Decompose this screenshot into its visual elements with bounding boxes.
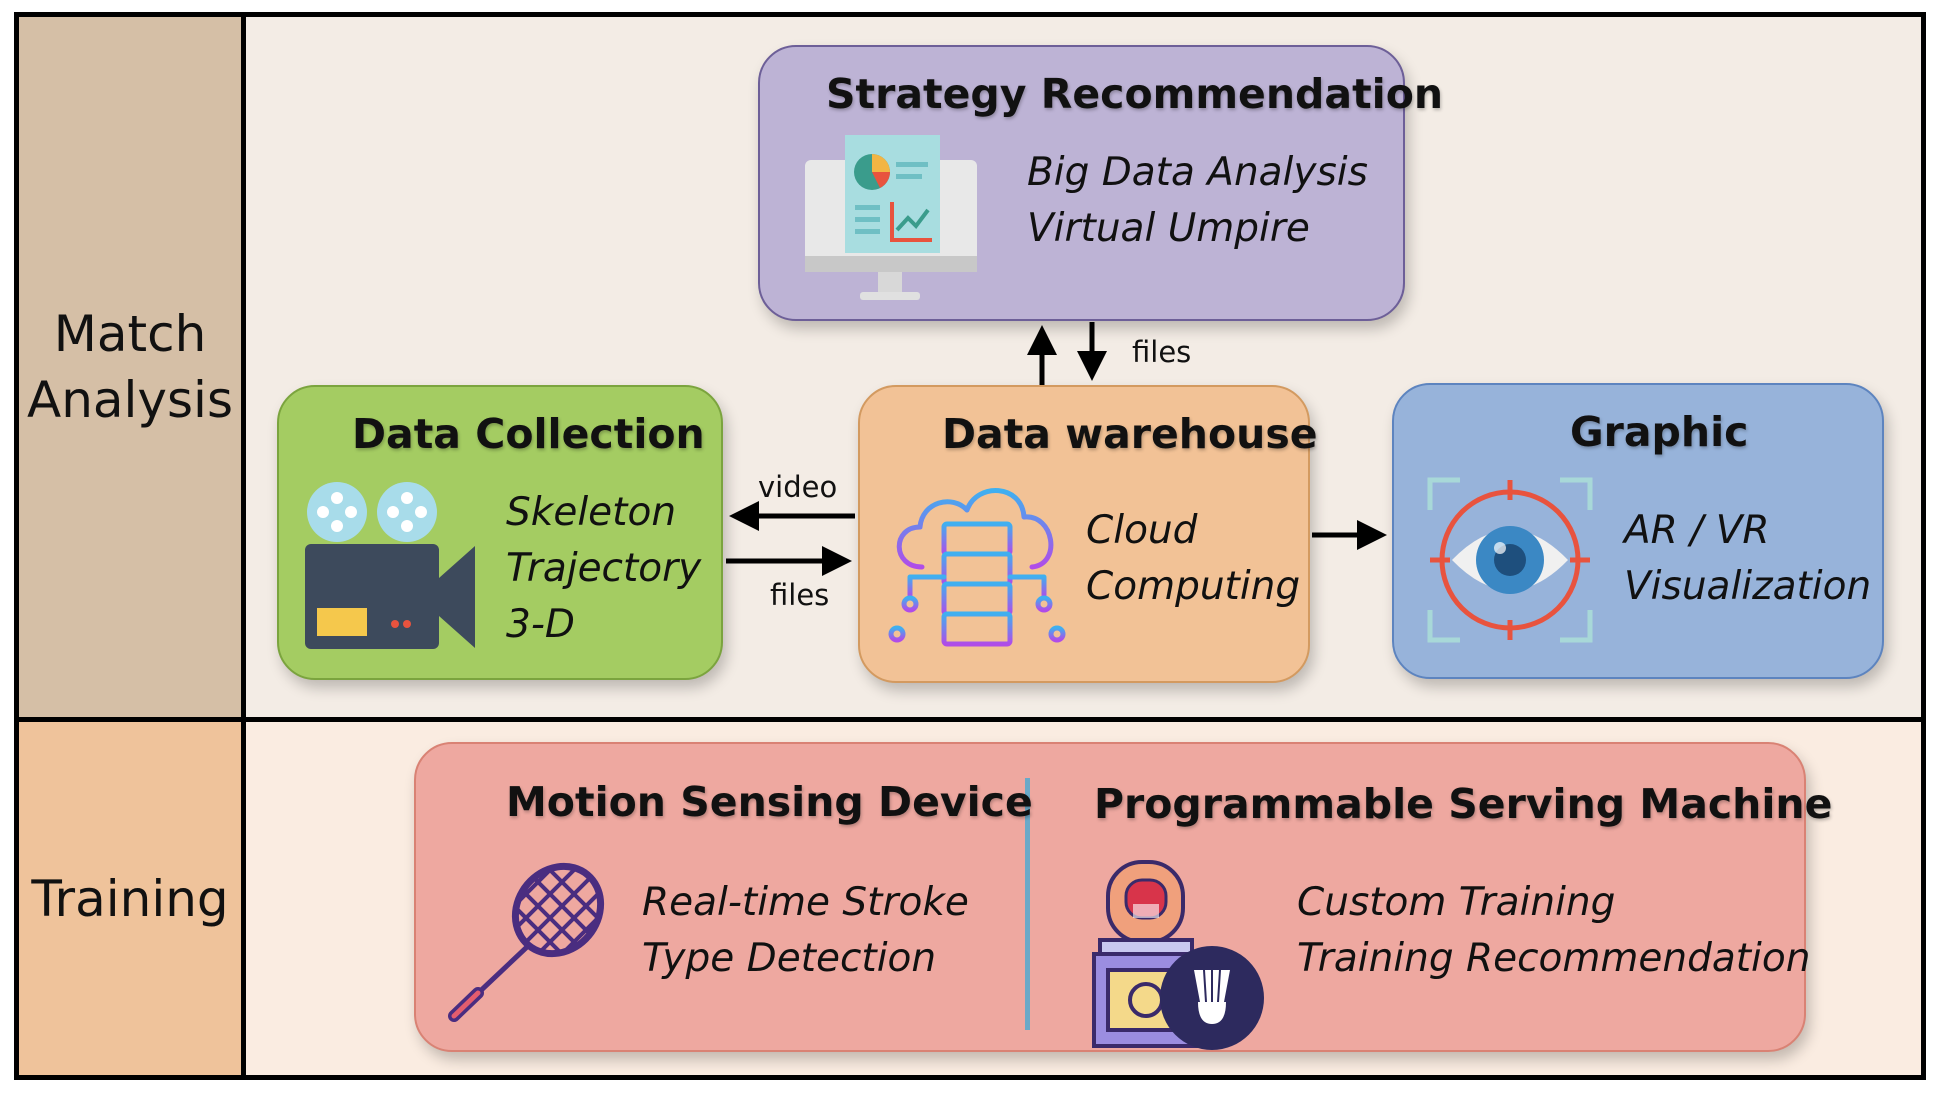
motion-title: Motion Sensing Device: [506, 778, 1033, 826]
eye-target-icon: [1427, 477, 1593, 643]
graphic-box: [1392, 383, 1884, 679]
label-video: video: [758, 470, 838, 504]
graphic-title: Graphic: [1570, 408, 1749, 456]
training-divider: [1025, 778, 1030, 1030]
collection-title: Data Collection: [352, 410, 705, 458]
column-divider: [241, 17, 246, 1075]
label-files-left: files: [770, 578, 830, 612]
strategy-title: Strategy Recommendation: [826, 70, 1444, 118]
monitor-report-icon: [805, 135, 977, 300]
label-files-top: files: [1132, 335, 1192, 369]
section-label-training: Training: [19, 722, 241, 1075]
warehouse-title: Data warehouse: [942, 410, 1318, 458]
racket-icon: [448, 849, 619, 1022]
cloud-server-icon: [888, 488, 1066, 647]
serving-title: Programmable Serving Machine: [1094, 780, 1833, 828]
film-camera-icon: [305, 482, 475, 649]
row-divider: [19, 717, 1921, 722]
shuttlecock-machine-icon: [1092, 860, 1264, 1050]
